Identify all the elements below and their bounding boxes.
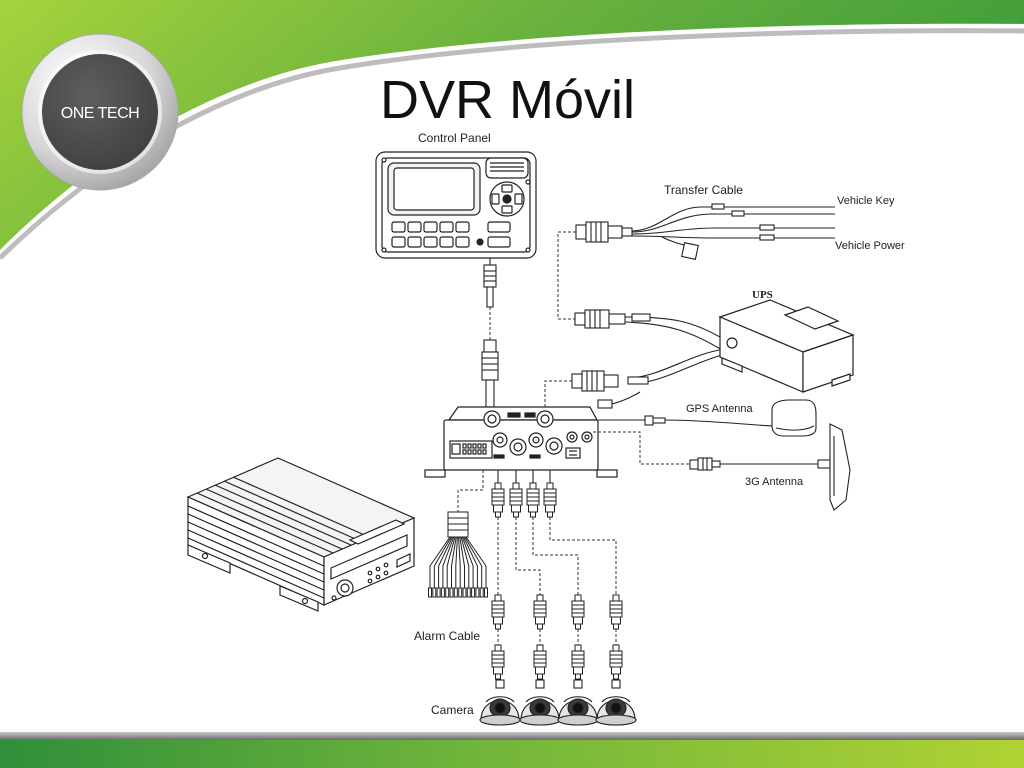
label-camera: Camera [431,703,474,717]
camera-cables [491,470,623,680]
bottom-bar [0,732,1024,768]
alarm-wire [459,536,465,588]
alarm-wire [433,536,452,588]
alarm-wire [442,536,455,588]
camera-1-mid-connector [491,594,505,630]
camera-2-dvr-connector [509,482,523,518]
label-gps-antenna: GPS Antenna [686,403,754,415]
alarm-wire-tip [484,587,488,598]
alarm-wire-tip [479,587,484,598]
camera-4-connector [609,644,623,680]
dvr-to-alarm-link [457,470,484,512]
alarm-wire [438,536,453,588]
logo-text: ONE TECH [61,105,139,122]
camera-1-connector [491,644,505,680]
camera-2-connector [533,644,547,680]
camera-4-mid-connector [609,594,623,630]
alarm-wire-tip [466,587,471,598]
label-vehicle-key: Vehicle Key [837,195,895,207]
alarm-wire-tip [471,587,476,598]
gps-antenna [598,399,817,437]
slide-title: DVR Móvil [380,70,635,130]
alarm-wire-tip [445,587,450,598]
logo: ONE TECH [21,33,179,191]
alarm-wire [429,536,451,588]
camera-3-dvr-connector [526,482,540,518]
camera-2 [519,679,561,726]
alarm-wire-tip [462,587,467,598]
label-3g-antenna: 3G Antenna [745,476,804,488]
ups-box [718,299,855,393]
alarm-wire-tip [458,587,463,598]
alarm-wire [461,536,474,588]
dvr-to-3g-link [593,431,690,465]
antenna-3g [689,423,851,511]
camera-3-mid-connector [571,594,585,630]
alarm-wire [463,536,478,588]
camera-2-mid-connector [533,594,547,630]
dvr-front-unit [424,406,618,478]
label-transfer-cable: Transfer Cable [664,183,743,197]
transfer-to-ups-link [557,231,576,320]
camera-4 [595,679,637,726]
alarm-cable [428,511,488,598]
camera-3-link [532,517,579,595]
control-panel [375,151,537,259]
camera-4-link [549,517,617,595]
alarm-wire [451,536,457,588]
alarm-wire [465,536,487,588]
alarm-wire-tip [428,587,432,598]
alarm-wire-tip [432,587,437,598]
alarm-wire-tip [440,587,445,598]
alarm-wire [464,536,483,588]
camera-2-link [515,517,541,595]
alarm-wire [455,536,458,588]
label-control-panel: Control Panel [418,131,491,145]
camera-1 [479,679,521,726]
alarm-wire [460,536,470,588]
camera-3-connector [571,644,585,680]
camera-4-dvr-connector [543,482,557,518]
control-panel-cable [481,258,499,408]
dvr-unit-3d [186,457,416,612]
label-vehicle-power: Vehicle Power [835,240,905,252]
alarm-wire-tip [449,587,454,598]
alarm-wire-tip [453,587,458,598]
alarm-wire-tip [475,587,480,598]
ups-to-dvr-link [544,380,572,410]
label-alarm-cable: Alarm Cable [414,629,480,643]
camera-3 [557,679,599,726]
label-ups: UPS [752,289,773,301]
cameras [479,679,637,726]
camera-1-dvr-connector [491,482,505,518]
transfer-cable [575,203,835,260]
alarm-wire [458,536,461,588]
alarm-wire [446,536,456,588]
alarm-wire-tip [436,587,441,598]
ups-cable [571,309,726,409]
